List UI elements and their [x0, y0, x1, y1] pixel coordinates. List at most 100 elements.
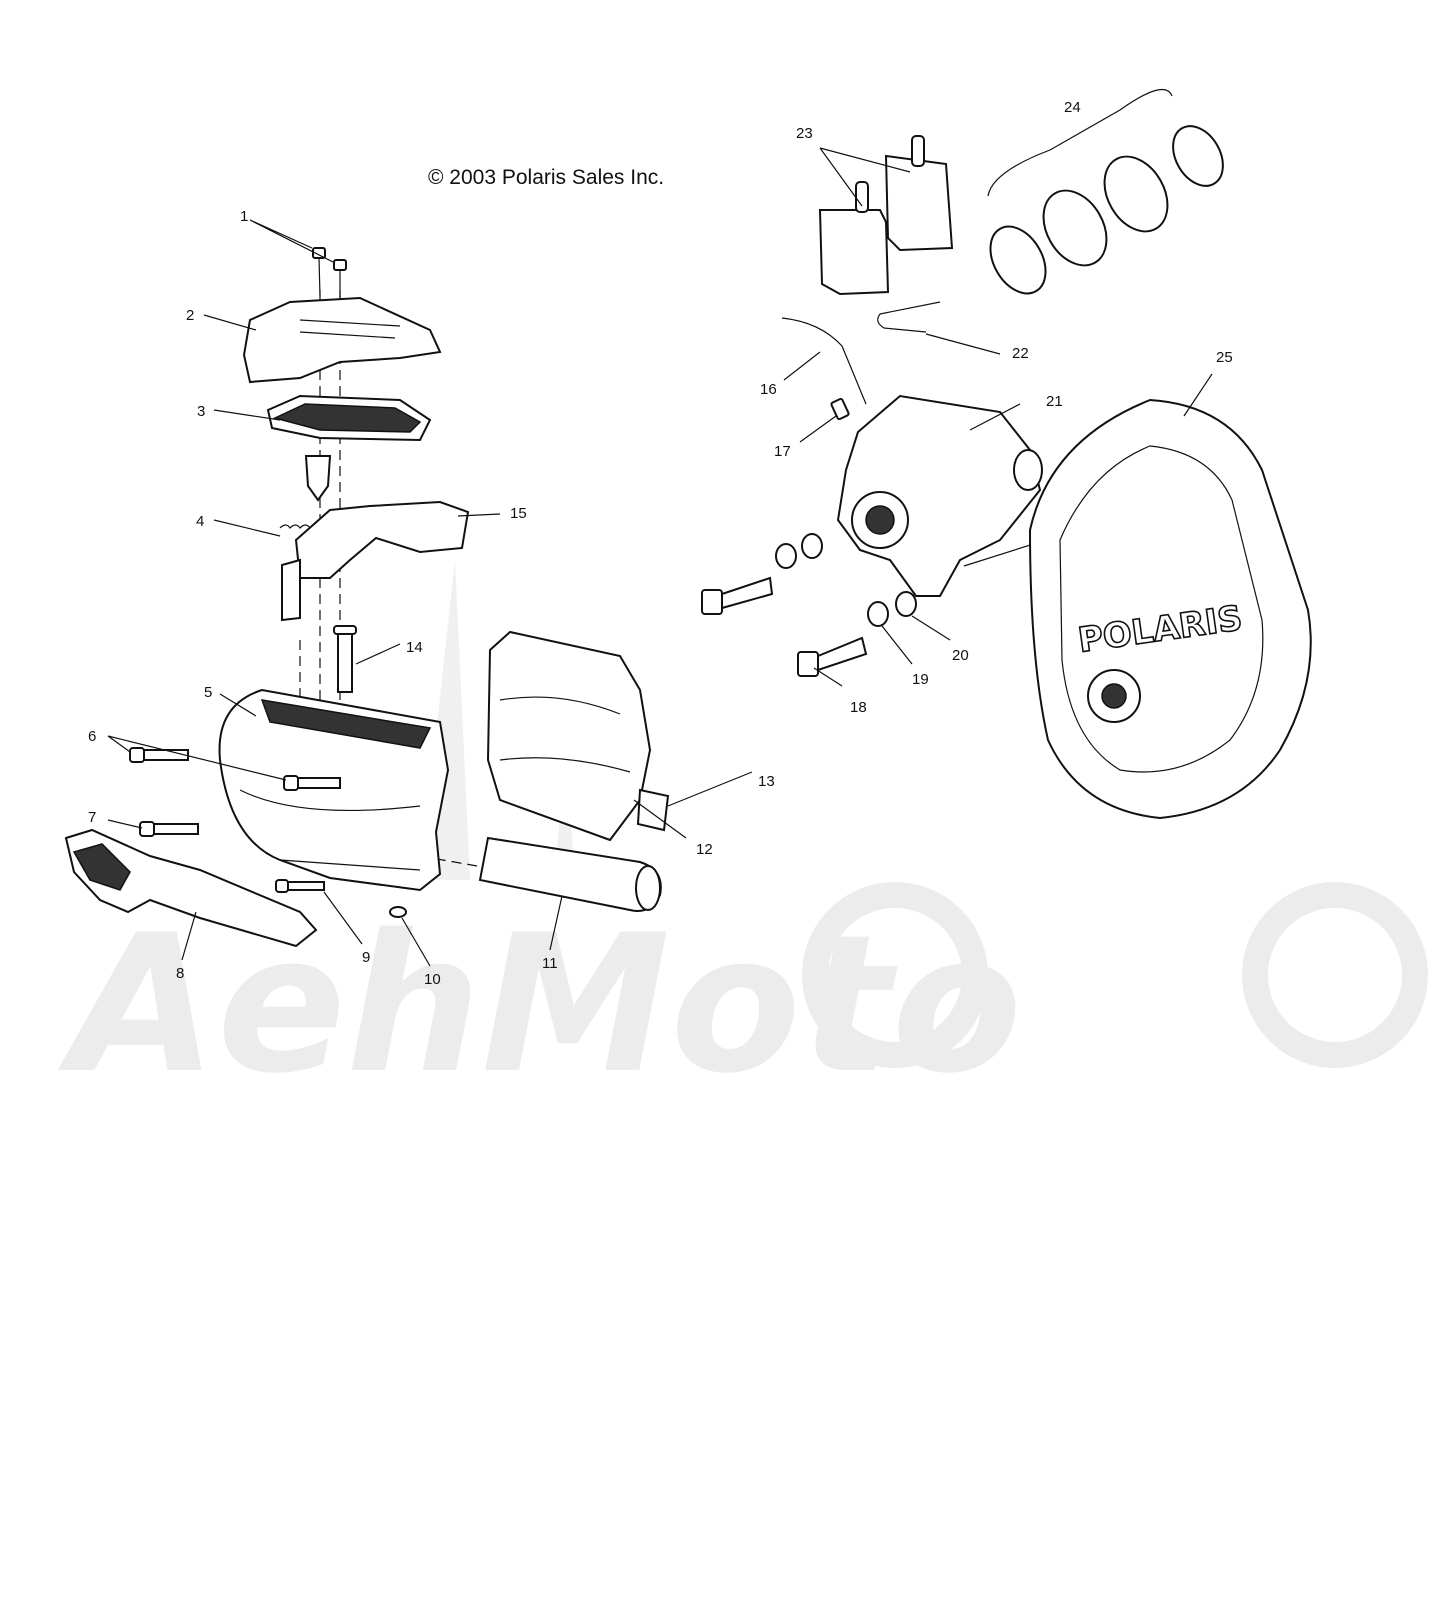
- leader-13: [667, 771, 753, 807]
- cover-detail-lines: [499, 696, 631, 773]
- callout-17: 17: [774, 443, 791, 460]
- leader-1: [249, 219, 334, 263]
- callout-7: 7: [88, 809, 96, 826]
- leader-14: [355, 643, 401, 665]
- leader-21: [969, 403, 1021, 431]
- leader-23: [819, 147, 911, 207]
- brake-lever-grip: [72, 843, 131, 891]
- leader-2: [203, 314, 257, 331]
- sleeve-end: [635, 865, 661, 911]
- leader-10: [401, 917, 431, 967]
- pad-retaining-pin-icon: [877, 301, 941, 333]
- watermark: AehMoto: [57, 560, 1428, 1115]
- bolt-shank: [297, 777, 341, 789]
- caliper-piston: [1103, 155, 1169, 233]
- cover-ribs: [299, 319, 401, 339]
- leader-16: [783, 351, 821, 381]
- control-housing-cover: [486, 630, 652, 842]
- callout-10: 10: [424, 971, 441, 988]
- callout-20: 20: [952, 647, 969, 664]
- leader-18: [813, 667, 843, 687]
- reservoir-cover: [242, 296, 442, 384]
- leader-6: [107, 735, 287, 781]
- callout-5: 5: [204, 684, 212, 701]
- callout-18: 18: [850, 699, 867, 716]
- cover-tab: [636, 788, 670, 832]
- callout-14: 14: [406, 639, 423, 656]
- housing-reservoir-opening: [260, 699, 432, 749]
- washer-icon: [801, 533, 823, 559]
- pivot-pin-head: [333, 625, 357, 635]
- leader-22: [925, 333, 1001, 355]
- piston-seal-icon: [1172, 125, 1224, 187]
- housing-detail-lines: [239, 789, 421, 871]
- callout-25: 25: [1216, 349, 1233, 366]
- callout-23: 23: [796, 125, 813, 142]
- leader-3: [213, 409, 281, 421]
- callout-labels: 1 2 3 4 5 6 7 8 9 10 11 12 13 14 15 16 1…: [88, 99, 1233, 988]
- caliper-port: [1013, 449, 1043, 491]
- callout-9: 9: [362, 949, 370, 966]
- watermark-wheel-right: [1242, 882, 1428, 1068]
- callout-1: 1: [240, 208, 248, 225]
- callout-4: 4: [196, 513, 204, 530]
- piston-seal-icon: [989, 225, 1047, 295]
- caliper-piston: [1042, 189, 1108, 267]
- leader-12: [633, 799, 687, 839]
- bolt-head-icon: [283, 775, 299, 791]
- housing-bolts-upper: [129, 747, 341, 791]
- callout-8: 8: [176, 965, 184, 982]
- bracket-24: [987, 88, 1173, 197]
- callout-13: 13: [758, 773, 775, 790]
- cap-screws: [312, 247, 347, 304]
- callout-16: 16: [760, 381, 777, 398]
- callout-11: 11: [542, 955, 558, 972]
- brake-pad-tab: [855, 181, 869, 213]
- brake-hose: [781, 317, 867, 405]
- washer-icon: [775, 543, 797, 569]
- callout-21: 21: [1046, 393, 1063, 410]
- callout-3: 3: [197, 403, 205, 420]
- leader-19: [881, 625, 913, 665]
- callout-2: 2: [186, 307, 194, 324]
- leader-17: [799, 415, 837, 443]
- leader-15: [457, 513, 501, 517]
- leader-lines: [107, 147, 1213, 967]
- washer-20-icon: [895, 591, 917, 617]
- caliper-bolt-shank: [721, 576, 774, 610]
- watermark-text: AehMoto: [57, 894, 1022, 1115]
- screw-head-icon: [333, 259, 347, 271]
- throttle-pivot-bracket: [281, 558, 301, 622]
- bolt-head-icon: [139, 821, 155, 837]
- leader-11: [549, 895, 563, 951]
- diaphragm-gasket: [272, 403, 422, 433]
- callout-19: 19: [912, 671, 929, 688]
- pivot-screw-head-icon: [275, 879, 289, 893]
- brake-lever: [64, 828, 318, 948]
- retaining-clip-icon: [389, 906, 407, 918]
- watermark-wheel-left: [802, 882, 988, 1068]
- pivot-pin: [337, 633, 353, 693]
- piston-cone: [304, 455, 332, 502]
- caliper-bolt-shank: [817, 636, 868, 672]
- washer-19-icon: [867, 601, 889, 627]
- bleeder-valve-icon: [830, 397, 850, 421]
- leader-20: [911, 615, 951, 641]
- caliper-bolt-head-icon: [797, 651, 819, 677]
- pivot-screw-shank: [287, 881, 325, 891]
- screw-shank: [318, 257, 321, 297]
- leader-5: [219, 693, 257, 717]
- leader-9: [323, 891, 363, 945]
- master-cylinder-assembly: [64, 247, 670, 948]
- callout-6: 6: [88, 728, 96, 745]
- bolt-shank: [143, 749, 189, 761]
- chaincase-hub-center: [1101, 683, 1127, 709]
- copyright-notice: © 2003 Polaris Sales Inc.: [428, 166, 664, 189]
- leader-8: [181, 911, 197, 961]
- throttle-lever: [294, 500, 470, 579]
- bolt-head-icon: [129, 747, 145, 763]
- caliper-bore-inner: [865, 505, 895, 535]
- bolt-shank: [153, 823, 199, 835]
- callout-12: 12: [696, 841, 713, 858]
